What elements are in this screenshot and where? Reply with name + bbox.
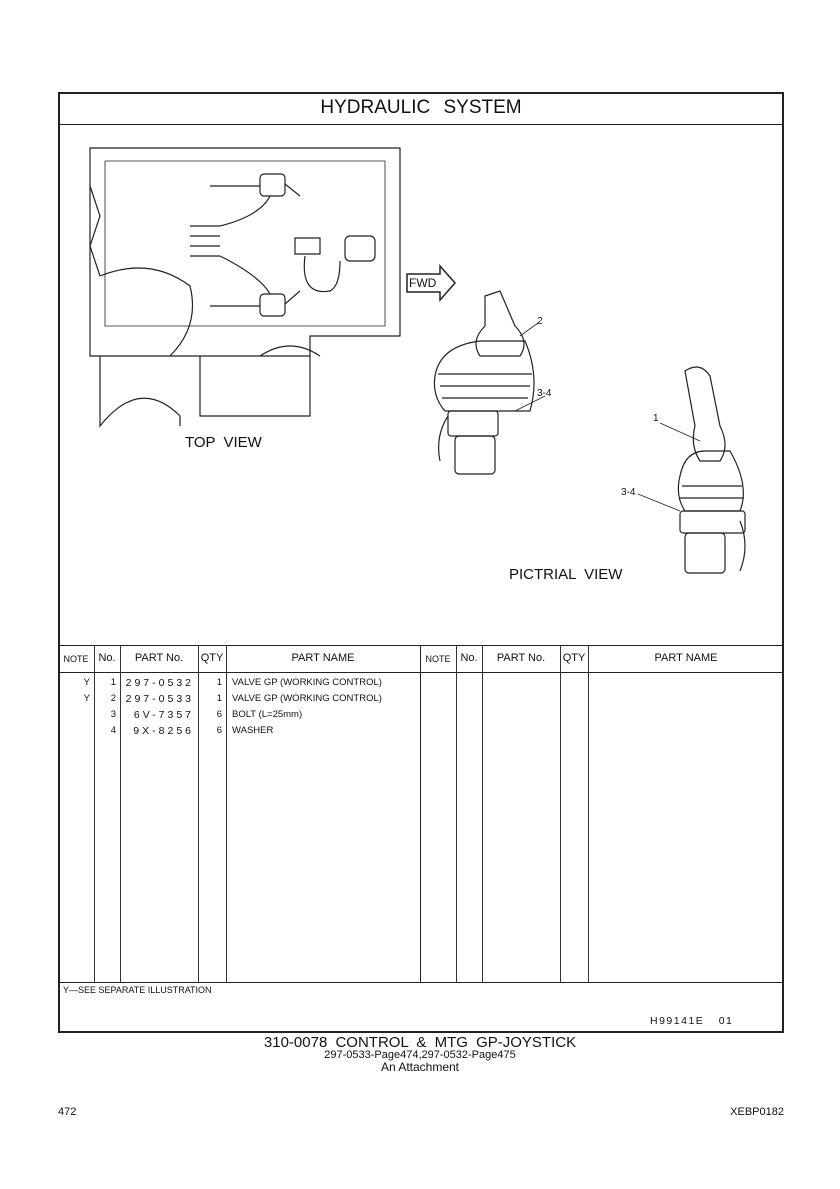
cell-note [58,707,90,723]
cell-part-name: VALVE GP (WORKING CONTROL) [232,677,382,688]
col-divider [588,645,589,982]
callout-2: 2 [537,316,543,327]
page-number: 472 [58,1106,77,1118]
cell-note: Y [83,693,90,704]
cell-no: 3 [110,709,116,720]
col-divider [120,645,121,982]
col-divider [560,645,561,982]
illustration-code: H99141E 01 [650,1015,734,1027]
cell-part-name: BOLT (L=25mm) [232,709,303,720]
col-divider [456,645,457,982]
cell-note [58,723,90,739]
header-part-no-2: PART No. [496,652,546,664]
divider [58,982,784,983]
pictorial-view-label: PICTRIAL VIEW [509,566,623,583]
fwd-label: FWD [409,276,437,290]
col-divider [94,645,95,982]
illustration-drawing [89,147,746,574]
callout-1: 1 [653,413,659,424]
header-part-no: PART No. [134,652,184,664]
top-view-label: TOP VIEW [185,434,262,451]
header-no-2: No. [460,652,478,664]
cell-part-no: 9X-8256 [133,725,194,737]
cell-qty: 1 [216,677,222,688]
cell-part-no: 6V-7357 [133,709,194,721]
caption-title: 310-0078 CONTROL & MTG GP-JOYSTICK [263,1034,577,1051]
cell-note: Y [83,677,90,688]
doc-id: XEBP0182 [730,1106,784,1118]
callout-3-4-a: 3-4 [537,388,552,399]
col-divider [198,645,199,982]
header-note-2: NOTE [425,654,451,664]
header-part-name: PART NAME [291,652,355,664]
col-divider [226,645,227,982]
cell-no: 1 [110,677,116,688]
cell-part-name: VALVE GP (WORKING CONTROL) [232,693,382,704]
header-qty: QTY [200,652,224,664]
header-part-name-2: PART NAME [654,652,718,664]
header-note: NOTE [63,654,89,664]
cell-part-no: 297-0533 [125,693,194,705]
cell-qty: 6 [216,709,222,720]
col-divider [482,645,483,982]
col-divider [420,645,421,982]
caption-sub: An Attachment [380,1060,460,1074]
cell-no: 4 [110,725,116,736]
header-no: No. [98,652,116,664]
header-qty-2: QTY [562,652,586,664]
parts-table-header [58,645,784,673]
note-legend: Y—SEE SEPARATE ILLUSTRATION [63,985,212,995]
cell-part-no: 297-0532 [125,677,194,689]
cell-qty: 6 [216,725,222,736]
caption-refs: 297-0533-Page474,297-0532-Page475 [324,1049,516,1061]
page-frame [58,92,784,1033]
cell-part-name: WASHER [232,725,274,736]
section-title: HYDRAULIC SYSTEM [58,92,784,125]
cell-qty: 1 [216,693,222,704]
cell-no: 2 [110,693,116,704]
callout-3-4-b: 3-4 [621,487,636,498]
parts-illustration: TOP VIEW PICTRIAL VIEW FWD 2 3-4 1 3-4 [60,126,782,644]
